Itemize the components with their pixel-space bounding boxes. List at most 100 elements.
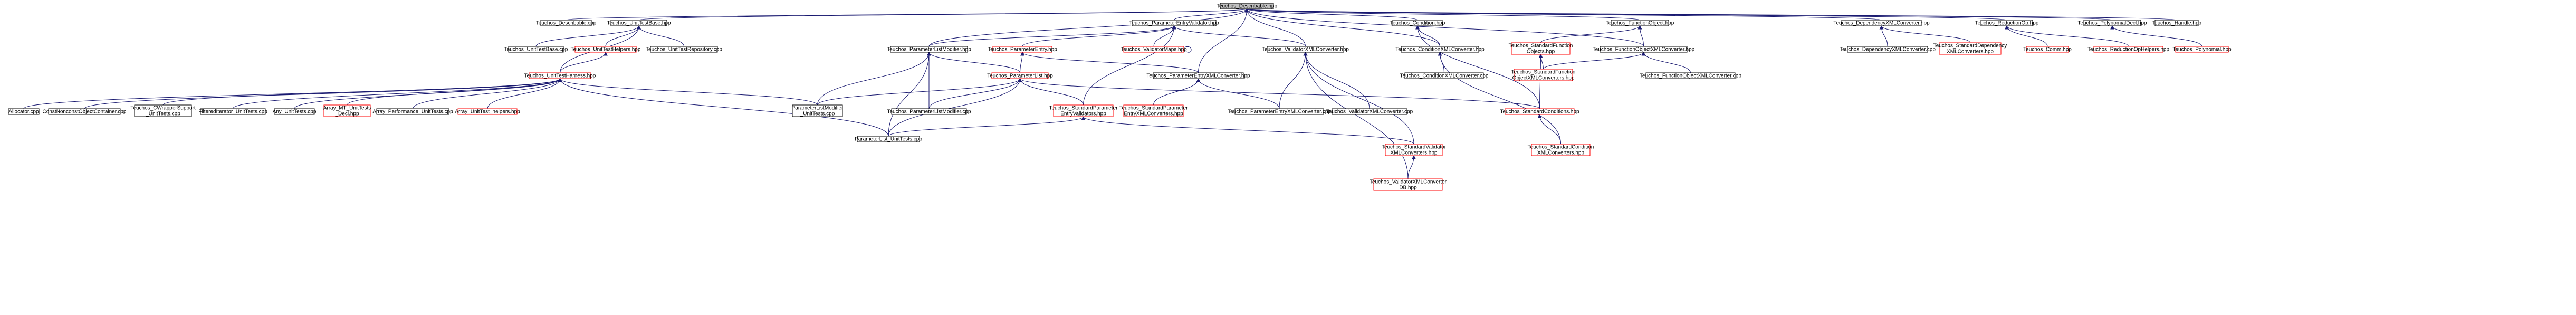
edge-line — [1440, 52, 1561, 145]
node-unittestbase-cpp[interactable]: Teuchos_UnitTestBase.cpp — [504, 46, 568, 53]
edge-line — [1020, 78, 1540, 109]
node-label: Teuchos_ConditionXMLConverter.cpp — [1400, 73, 1489, 79]
node-pev-hpp[interactable]: Teuchos_ParameterEntryValidator.hpp — [1129, 20, 1219, 26]
node-box — [323, 104, 371, 117]
node-validatormaps-hpp[interactable]: Teuchos_ValidatorMaps.hpp — [1121, 46, 1187, 53]
dependency-edge-unittestharness_hpp-to-plmodifier_ut_cpp — [558, 78, 818, 106]
node-label: Array_MT_UnitTests — [323, 106, 371, 111]
node-polynomial-hpp[interactable]: Teuchos_Polynomial.hpp — [2172, 46, 2232, 53]
node-arrayperf-cpp[interactable]: Array_Performance_UnitTests.cpp — [372, 108, 453, 115]
node-describable-cpp[interactable]: Teuchos_Describable.cpp — [536, 20, 597, 26]
node-label: Teuchos_FunctionObjectXMLConverter.hpp — [1593, 47, 1695, 53]
dependency-edge-pev_hpp-to-validatorxml_hpp — [1172, 25, 1306, 47]
node-constnonconst-cpp[interactable]: ConstNonconstObjectContainer.cpp — [43, 108, 127, 115]
dependency-edge-conditionxml_hpp-to-stdcondxml_hpp — [1438, 51, 1561, 145]
node-funcobjxml-cpp[interactable]: Teuchos_FunctionObjectXMLConverter.cpp — [1640, 72, 1741, 79]
node-depxml-hpp[interactable]: Teuchos_DependencyXMLConverter.hpp — [1833, 20, 1930, 26]
node-stdfuncobjxml-hpp[interactable]: Teuchos_StandardFunctionObjectXMLConvert… — [1511, 69, 1576, 81]
edge-line — [1279, 52, 1306, 109]
edge-arrowhead — [1538, 53, 1543, 58]
node-conditionxml-hpp[interactable]: Teuchos_ConditionXMLConverter.hpp — [1395, 46, 1485, 53]
node-box — [1939, 42, 2002, 55]
node-label: Teuchos_UnitTestBase.cpp — [504, 47, 568, 53]
node-paramentry-hpp[interactable]: Teuchos_ParameterEntry.hpp — [988, 46, 1057, 53]
node-box — [1332, 108, 1407, 115]
node-conditionxml-cpp[interactable]: Teuchos_ConditionXMLConverter.cpp — [1400, 72, 1489, 79]
node-validatorxml-cpp[interactable]: Teuchos_ValidatorXMLConverter.cpp — [1326, 108, 1413, 115]
node-box — [1123, 46, 1184, 53]
edge-arrowhead — [1415, 25, 1420, 30]
node-reductionophelpers-hpp[interactable]: Teuchos_ReductionOpHelpers.hpp — [2087, 46, 2170, 53]
edge-arrowhead — [1537, 113, 1542, 118]
node-stddepxml-hpp[interactable]: Teuchos_StandardDependencyXMLConverters.… — [1933, 42, 2007, 55]
node-stdparamvalid-hpp[interactable]: Teuchos_StandardParameterEntryValidators… — [1049, 104, 1118, 117]
node-box — [1611, 20, 1669, 26]
node-box — [200, 108, 266, 115]
node-plmodifier-ut-cpp[interactable]: ParameterListModifier_UnitTests.cpp — [792, 104, 844, 117]
node-pexml-hpp[interactable]: Teuchos_ParameterEntryXMLConverter.hpp — [1146, 72, 1250, 79]
node-arraymt-cpp[interactable]: Array_MT_UnitTests_Decl.hpp — [323, 104, 371, 117]
node-box — [650, 46, 718, 53]
node-polyneval-hpp[interactable]: Teuchos_PolynomialDecl.hpp — [2077, 20, 2147, 26]
node-stdvalidxml-hpp[interactable]: Teuchos_StandardValidatorXMLConverters.h… — [1382, 144, 1447, 156]
node-stdcondxml-hpp[interactable]: Teuchos_StandardConditionXMLConverters.h… — [1528, 144, 1594, 156]
node-box — [1392, 20, 1443, 26]
node-stdpexml-hpp[interactable]: Teuchos_StandardParameterEntryXMLConvert… — [1119, 104, 1188, 117]
edge-line — [1643, 52, 1691, 73]
node-box — [1123, 104, 1184, 117]
edge-arrowhead — [1412, 155, 1416, 159]
edge-line — [1020, 78, 1084, 106]
node-label: Teuchos_CWrapperSupport — [130, 106, 195, 111]
node-box — [857, 136, 920, 142]
node-arrayhelpers-hpp[interactable]: Array_UnitTest_helpers.hpp — [455, 108, 520, 115]
node-label: Array_Performance_UnitTests.cpp — [372, 109, 453, 115]
node-unittestbase-hpp[interactable]: Teuchos_UnitTestBase.hpp — [607, 20, 671, 26]
edge-line — [1417, 25, 1440, 47]
edge-line — [1247, 8, 1644, 47]
node-label: EntryXMLConverters.hpp — [1124, 111, 1183, 117]
node-root[interactable]: Teuchos_Describable.hpp — [1217, 3, 1278, 9]
node-handle-hpp[interactable]: Teuchos_Handle.hpp — [2152, 20, 2201, 26]
node-paramlist-hpp[interactable]: Teuchos_ParameterList.hpp — [987, 72, 1053, 79]
node-unittesthelpers-hpp[interactable]: Teuchos_UnitTestHelpers.hpp — [571, 46, 641, 53]
node-functionobject-hpp[interactable]: Teuchos_FunctionObject.hpp — [1606, 20, 1674, 26]
dependency-edge-stdvalidxml_hpp-to-validxmldb_hpp — [1407, 155, 1416, 179]
dependency-edge-stdconditions_hpp-to-stdcondxml_hpp — [1537, 113, 1561, 145]
node-funcobjxml-hpp[interactable]: Teuchos_FunctionObjectXMLConverter.hpp — [1593, 46, 1695, 53]
node-depxml-cpp[interactable]: Teuchos_DependencyXMLConverter.cpp — [1840, 46, 1936, 53]
node-reductionop-hpp[interactable]: Teuchos_ReductionOp.hpp — [1975, 20, 2039, 26]
edge-arrowhead — [1303, 51, 1308, 56]
node-cwrapper-cpp[interactable]: Teuchos_CWrapperSupport_UnitTests.cpp — [130, 104, 196, 117]
node-label: Teuchos_ParameterEntryXMLConverter.hpp — [1146, 73, 1250, 79]
dependency-edge-pexml_hpp-to-stdpexml_hpp — [1153, 78, 1201, 106]
node-allocator-cpp[interactable]: Allocator.cpp — [8, 108, 40, 115]
edge-line — [1083, 25, 1174, 106]
node-unittestharness-hpp[interactable]: Teuchos_UnitTestHarness.hpp — [524, 72, 596, 79]
node-plmodifier-cpp[interactable]: Teuchos_ParameterListModifier.cpp — [887, 108, 971, 115]
node-label: Teuchos_StandardDependency — [1933, 43, 2007, 49]
node-pexml-cpp[interactable]: Teuchos_ParameterEntryXMLConverter.cpp — [1228, 108, 1331, 115]
node-plmodifier-hpp[interactable]: Teuchos_ParameterListModifier.hpp — [887, 46, 971, 53]
node-box — [792, 104, 843, 117]
node-any-cpp[interactable]: Any_UnitTests.cpp — [273, 108, 317, 115]
dependency-edge-unittestbase_hpp-to-unittestrepo_cpp — [637, 25, 684, 47]
edge-line — [928, 25, 1174, 47]
node-label: _Decl.hpp — [334, 111, 359, 117]
node-label: Teuchos_StandardFunction — [1511, 70, 1576, 75]
dependency-edge-plmodifier_hpp-to-plmodifier_ut_cpp — [817, 51, 931, 106]
node-comm-hpp[interactable]: Teuchos_Comm.hpp — [2023, 46, 2072, 53]
node-label: Teuchos_ValidatorXMLConverter.hpp — [1262, 47, 1349, 53]
edge-line — [535, 25, 639, 47]
node-label: FilteredIterator_UnitTests.cpp — [198, 109, 267, 115]
node-condition-hpp[interactable]: Teuchos_Condition.hpp — [1390, 20, 1445, 26]
node-box — [1847, 46, 1928, 53]
node-pl-ut-cpp[interactable]: ParameterList_UnitTests.cpp — [855, 136, 922, 142]
node-stdconditions-hpp[interactable]: Teuchos_StandardConditions.hpp — [1500, 108, 1579, 115]
node-validatorxml-hpp[interactable]: Teuchos_ValidatorXMLConverter.hpp — [1262, 46, 1349, 53]
node-label: Teuchos_UnitTestRepository.cpp — [646, 47, 722, 53]
node-unittestrepo-cpp[interactable]: Teuchos_UnitTestRepository.cpp — [646, 46, 722, 53]
node-box — [1153, 72, 1244, 79]
node-filterediter-cpp[interactable]: FilteredIterator_UnitTests.cpp — [198, 108, 267, 115]
